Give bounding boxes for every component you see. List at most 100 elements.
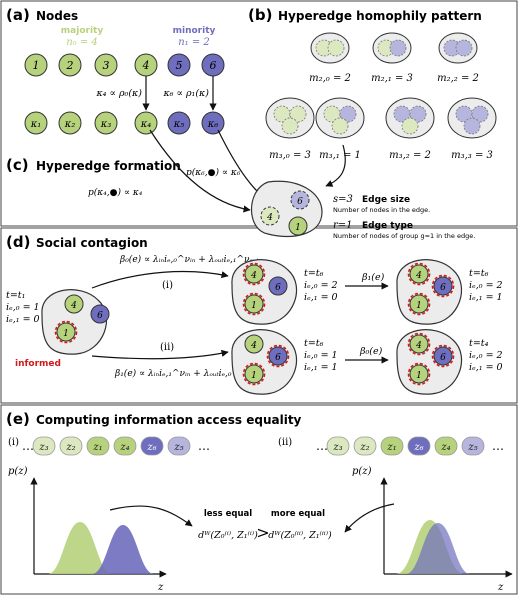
node-4: 4 [134,53,158,77]
glyph-m30 [265,97,315,139]
glyph-m32 [385,97,435,139]
m-3-2: m₃,₂ = 2 [389,150,431,161]
node-6-label: 6 [210,59,217,72]
node-3-label: 3 [103,59,110,72]
kappa-node-4-label: κ₄ [140,119,152,130]
m-3-3: m₃,₃ = 3 [451,150,493,161]
node-4-label: 4 [142,59,150,72]
path-i-label: (i) [162,280,173,291]
state-initial-line: iₑ,₁ = 0 [6,314,40,325]
eq-bottom: β₁(e) ∝ λᵢₙiₑ,₁^νᵢₙ + λₒᵤₜiₑ,₀^νₒᵤₜ [114,368,255,379]
state-i-mid-node-1: 1 [242,292,266,316]
formed-hyperedge: 641 [250,180,323,238]
arrow-kappa4-edge [149,129,251,213]
kappa-node-4: κ₄ [134,111,158,135]
state-i-mid-node-6: 6 [268,276,288,296]
state-initial-line: iₑ,₀ = 1 [6,302,40,313]
state-i-end-node-6-label: 6 [440,283,446,293]
majority-label: majority [61,26,104,36]
more-equal-label: more equal [271,509,325,519]
sequence-ii-ellipsis-right: … [492,439,504,453]
state-i-mid-state-line: iₑ,₁ = 0 [304,292,338,303]
homophily-labels: m₂,₀ = 2 m₂,₁ = 3 m₂,₂ = 2 m₃,₀ = 3 m₃,₁… [269,73,493,161]
state-initial-node-6-label: 6 [97,311,103,321]
left-dist-group1 [92,525,154,574]
less-equal-label: less equal [204,509,252,519]
state-i-mid-node-6-label: 6 [275,283,281,293]
state-ii-end-state-line: t=t₄ [469,338,489,349]
node-5-label: 5 [176,59,183,72]
glyph-m33 [447,97,497,139]
glyph-m20 [310,32,350,64]
state-i-end-state-line: iₑ,₀ = 2 [469,280,503,291]
state-i-end-node-1: 1 [407,292,431,316]
arrow-left-to-d [109,505,193,527]
arrow-path-ii [91,349,229,360]
homophily-glyphs [265,32,497,139]
panel-e-frame [0,404,518,595]
state-i-end-node-4-label: 4 [415,271,422,281]
left-y-label: p(z) [8,466,28,477]
state-i-mid-state-line: iₑ,₀ = 2 [304,280,338,291]
state-i-end-node-1-label: 1 [416,301,422,311]
node-1: 1 [24,53,48,77]
hyperedge-hull [250,180,323,238]
state-ii-end-state-line: iₑ,₁ = 0 [469,362,503,373]
node-6: 6 [201,53,225,77]
state-i-mid-node-4: 4 [242,262,266,286]
m-3-1: m₃,₁ = 1 [319,150,361,161]
panel-d-title: Social contagion [36,236,148,250]
node-row: 1 2 3 4 5 6 [24,53,225,77]
m-2-1: m₂,₁ = 3 [371,73,413,84]
type-desc: Number of nodes of group g=1 in the edge… [333,232,475,240]
state-ii-mid-state-line: iₑ,₀ = 1 [304,350,338,361]
edge-node-4-label: 4 [266,213,273,223]
state-ii-end-node-6: 6 [431,344,455,368]
state-ii-mid-node-4: 4 [244,334,264,354]
state-initial-node-4-label: 4 [70,301,77,311]
prop-left: κ₄ ∝ ρ₀(κ) [95,88,142,99]
kappa-node-6: κ₆ [201,111,225,135]
panel-a-label: (a) [6,6,30,24]
state-initial-node-6: 6 [90,304,110,324]
right-x-label: z [497,582,504,593]
panel-c-title: Hyperedge formation [36,159,181,173]
edge-node-1-label: 1 [295,223,301,233]
sequence-i-item: z₃ [38,442,48,453]
size-title: Edge size [362,195,410,205]
seq-ii-label: (ii) [278,437,292,448]
prob-purple: p(κ₆,●) ∝ κ₆ [186,167,241,178]
right-y-label: p(z) [352,466,372,477]
glyph-m22 [438,32,478,64]
state-i-mid-state-line: t=t₆ [304,268,324,279]
m-3-0: m₃,₀ = 3 [269,150,311,161]
edge-node-4: 4 [260,206,280,226]
sequence-i-item: z₂ [65,442,75,453]
kappa-node-3: κ₃ [94,111,118,135]
state-i-end-node-4: 4 [407,262,431,286]
minority-count: n₁ = 2 [178,37,210,48]
sequence-ii-item: z₂ [359,442,369,453]
glyph-m31 [315,97,365,139]
state-ii-mid-node-6: 6 [266,344,290,368]
node-1-label: 1 [33,59,40,72]
state-ii-end-node-4: 4 [407,332,431,356]
arrow-path-i [91,270,229,289]
type-title: Edge type [362,221,413,231]
state-i-mid-node-1-label: 1 [251,301,257,311]
panel-e-label: (e) [6,410,30,428]
m-2-2: m₂,₂ = 2 [437,73,479,84]
kappa-node-3-label: κ₃ [100,119,112,130]
kappa-node-5-label: κ₅ [173,119,185,130]
state-ii-mid-state-line: iₑ,₁ = 1 [304,362,338,373]
sequence-ii-item: z₄ [440,442,450,453]
sequence-ii-item: z₁ [386,442,396,453]
right-dist-group1 [406,523,470,574]
prop-right: κ₆ ∝ ρ₁(κ) [162,88,209,99]
panel-c-label: (c) [6,156,29,174]
state-ii-mid-node-6-label: 6 [275,353,281,363]
sequence-ii-item: z₆ [413,442,423,453]
node-2: 2 [58,53,82,77]
